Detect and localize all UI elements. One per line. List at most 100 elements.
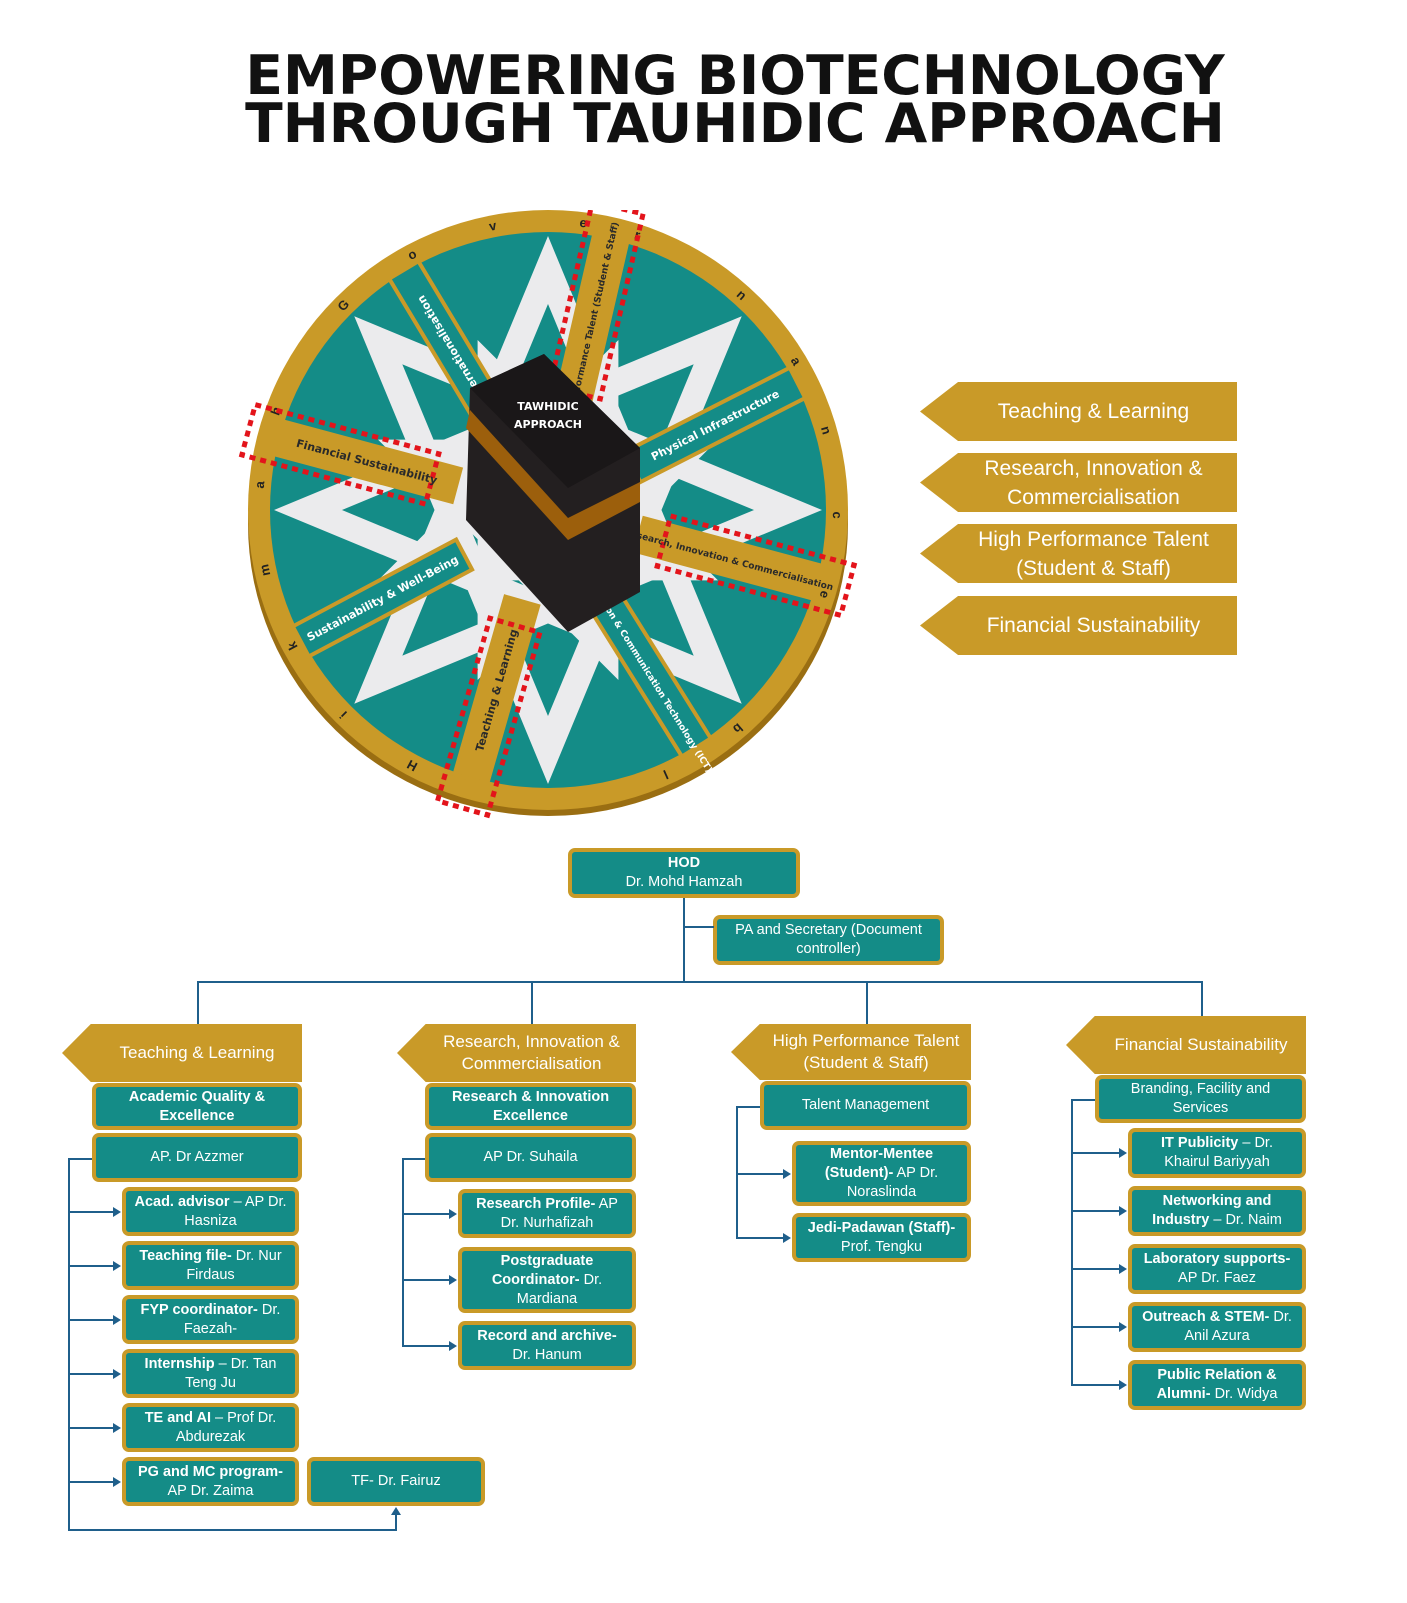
person-name: Dr. Widya [1210,1386,1278,1402]
role-box: PG and MC program- AP Dr. Zaima [122,1457,299,1506]
ring-letter: c [830,511,845,518]
connector-line [684,926,714,928]
box-text: Acad. advisor – AP Dr. Hasniza [134,1193,287,1231]
person-name: – Dr. Tan Teng Ju [185,1355,277,1391]
role-box: Outreach & STEM- Dr. Anil Azura [1128,1302,1306,1352]
box-text: PA and Secretary (Document controller) [735,922,922,957]
box-text: FYP coordinator- Dr. Faezah- [134,1301,287,1339]
role-title: Postgraduate Coordinator- [491,1252,594,1288]
kaaba-cube: TAWHIDIC APPROACH [466,354,640,632]
arrow-head-icon [449,1275,457,1285]
legend-item: Teaching & Learning [920,382,1237,441]
box-text: PG and MC program- AP Dr. Zaima [134,1463,287,1501]
lead-box: AP. Dr Azzmer [92,1133,302,1182]
box-text: Postgraduate Coordinator- Dr. Mardiana [470,1252,624,1309]
role-box: Jedi-Padawan (Staff)- Prof. Tengku [792,1213,971,1262]
ring-letter: l [661,767,670,782]
person-name: Dr. Anil Azura [1184,1309,1292,1344]
column-header-banner: High Performance Talent (Student & Staff… [731,1024,971,1080]
cube-top [470,354,640,488]
role-title: Laboratory supports- [1143,1251,1291,1267]
role-box: FYP coordinator- Dr. Faezah- [122,1295,299,1344]
connector-line [69,1264,114,1267]
pa-secretary-box: PA and Secretary (Document controller) [713,915,944,965]
column-header-banner: Financial Sustainability [1066,1016,1306,1074]
connector-line [1072,1210,1120,1212]
role-box: Postgraduate Coordinator- Dr. Mardiana [458,1247,636,1313]
connector-line [68,1157,70,1531]
connector-line [197,981,199,1025]
connector-line [69,1426,114,1429]
person-name: AP Dr. Noraslinda [846,1165,939,1200]
arrow-head-icon [113,1368,121,1379]
box-text: Outreach & STEM- Dr. Anil Azura [1140,1308,1294,1346]
role-box: TE and AI – Prof Dr. Abdurezak [122,1403,299,1452]
connector-line [737,1105,760,1108]
box-text: AP. Dr Azzmer [150,1149,244,1165]
role-title: Record and archive- [477,1327,617,1344]
connector-line [68,1529,396,1531]
connector-line [395,1514,397,1531]
title-line-1: EMPOWERING BIOTECHNOLOGY [245,44,1225,107]
arrow-head-icon [1119,1322,1127,1332]
box-text: IT Publicity – Dr. Khairul Bariyyah [1140,1134,1294,1172]
box-text: Research & Innovation Excellence [437,1088,624,1126]
arrow-head-icon [113,1476,121,1487]
center-label: TAWHIDIC [517,400,578,413]
box-text: Public Relation & Alumni- Dr. Widya [1140,1366,1294,1404]
arrow-head-icon [113,1314,121,1325]
role-box: IT Publicity – Dr. Khairul Bariyyah [1128,1128,1306,1178]
person-name: Dr. Faezah- [183,1301,281,1337]
connector-line [736,1105,738,1239]
ring-letter: n [818,424,835,436]
legend-item: Research, Innovation & Commercialisation [920,453,1237,512]
box-text: Laboratory supports- AP Dr. Faez [1140,1250,1294,1288]
connector-line [683,898,685,982]
connector-line [1072,1268,1120,1270]
role-title: FYP coordinator- [140,1301,258,1318]
person-name: Prof. Tengku [840,1238,923,1255]
role-title: Jedi-Padawan (Staff)- [807,1219,956,1236]
unit-box: Academic Quality & Excellence [92,1083,302,1130]
cube-band [466,410,640,540]
person-name: AP Dr. Nurhafizah [500,1195,618,1231]
connector-line [1072,1384,1120,1386]
box-text: Research Profile- AP Dr. Nurhafizah [470,1195,624,1233]
role-box: Mentor-Mentee (Student)- AP Dr. Noraslin… [792,1141,971,1206]
arrow-head-icon [1119,1206,1127,1216]
connector-line [69,1157,92,1160]
box-text: TE and AI – Prof Dr. Abdurezak [134,1409,287,1447]
connector-line [69,1210,114,1213]
person-name: Dr. Mardiana [516,1271,603,1307]
connector-line [403,1157,425,1160]
person-name: AP Dr. Zaima [167,1482,254,1499]
connector-line [531,981,533,1025]
lead-box: Branding, Facility and Services [1095,1075,1306,1123]
role-title: Mentor-Mentee (Student)- [824,1146,934,1181]
connector-line [737,1236,784,1239]
arrow-head-icon [783,1232,791,1243]
role-title: Academic Quality & Excellence [128,1088,266,1124]
legend-item: Financial Sustainability [920,596,1237,655]
role-title: Public Relation & Alumni- [1156,1367,1277,1402]
hod-name: Dr. Mohd Hamzah [625,874,743,890]
role-title: Outreach & STEM- [1142,1309,1270,1325]
role-box-extra: TF- Dr. Fairuz [307,1457,485,1506]
person-name: Dr. Hanum [512,1346,582,1363]
box-text: Branding, Facility and Services [1130,1081,1271,1116]
center-label: APPROACH [514,418,582,431]
box-text: Networking and Industry – Dr. Naim [1140,1192,1294,1230]
spoke: Financial Sustainability [238,401,464,508]
connector-line [69,1318,114,1321]
connector-line [1201,981,1203,1025]
box-text: Internship – Dr. Tan Teng Ju [134,1355,287,1393]
role-box: Networking and Industry – Dr. Naim [1128,1186,1306,1236]
spoke-bar [270,418,464,505]
connector-line [197,981,1203,983]
legend-item: High Performance Talent (Student & Staff… [920,524,1237,583]
box-text: Talent Management [801,1097,930,1113]
ring-letter: m [256,563,273,577]
role-title: Research Profile- [476,1195,596,1212]
